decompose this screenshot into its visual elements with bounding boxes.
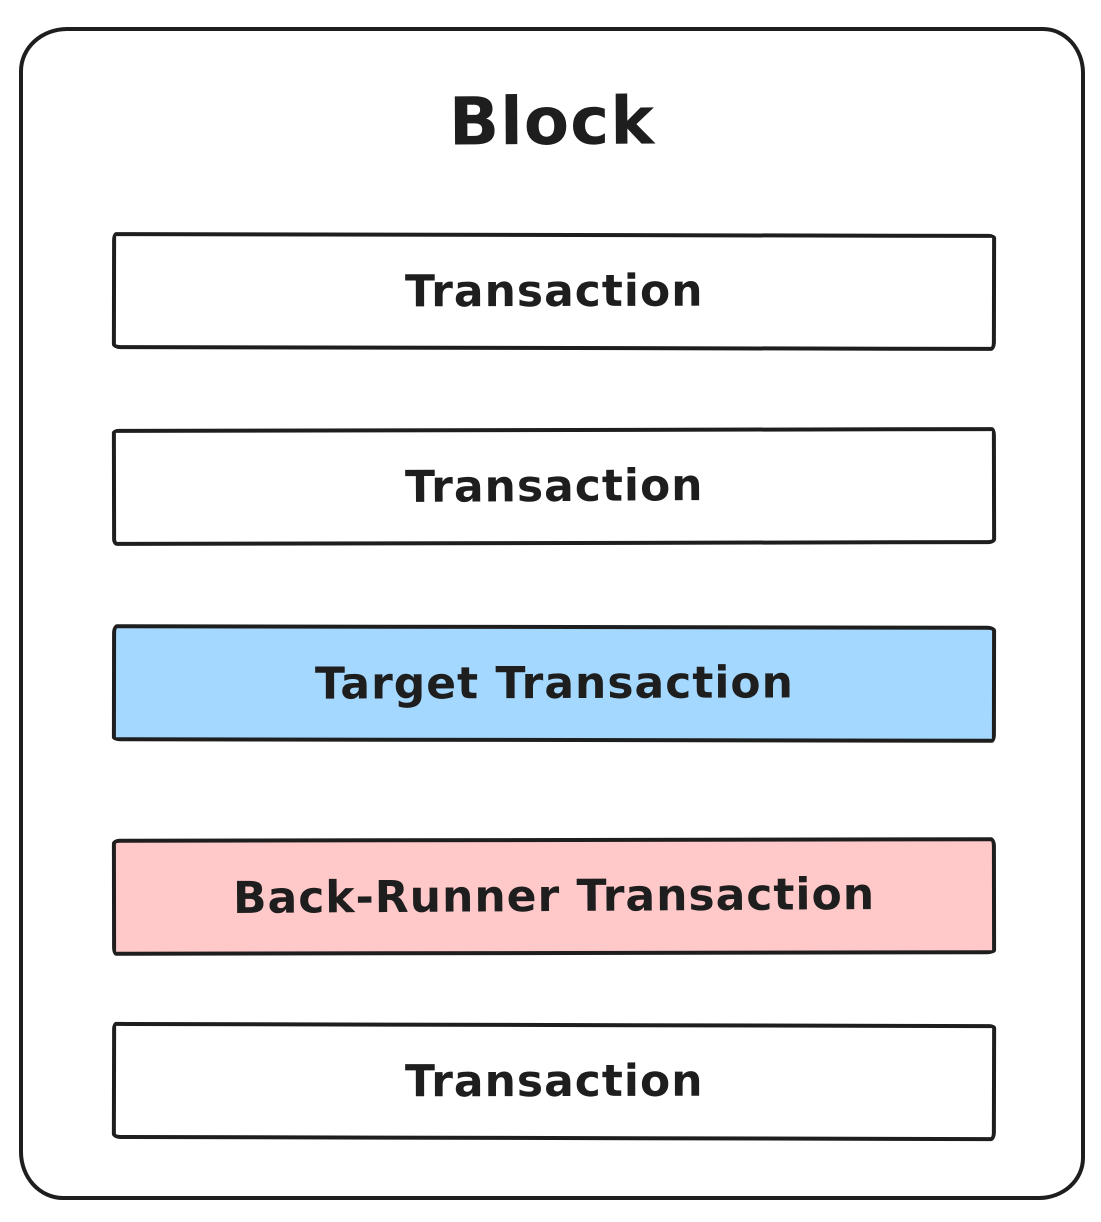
transaction-box-3-label: Transaction xyxy=(404,1055,704,1108)
transaction-box-2-label: Transaction xyxy=(404,460,704,513)
back-runner-transaction-label: Back-Runner Transaction xyxy=(232,869,876,924)
transaction-box-1-label: Transaction xyxy=(404,265,704,318)
target-transaction-label: Target Transaction xyxy=(314,657,794,710)
block-container: Block Transaction Transaction Target Tra… xyxy=(19,27,1085,1200)
block-title: Block xyxy=(448,82,656,161)
transaction-box-1: Transaction xyxy=(111,232,997,351)
transaction-box-2: Transaction xyxy=(111,427,997,546)
target-transaction-box: Target Transaction xyxy=(111,624,997,743)
back-runner-transaction-box: Back-Runner Transaction xyxy=(111,837,997,956)
transaction-box-3: Transaction xyxy=(111,1021,997,1142)
